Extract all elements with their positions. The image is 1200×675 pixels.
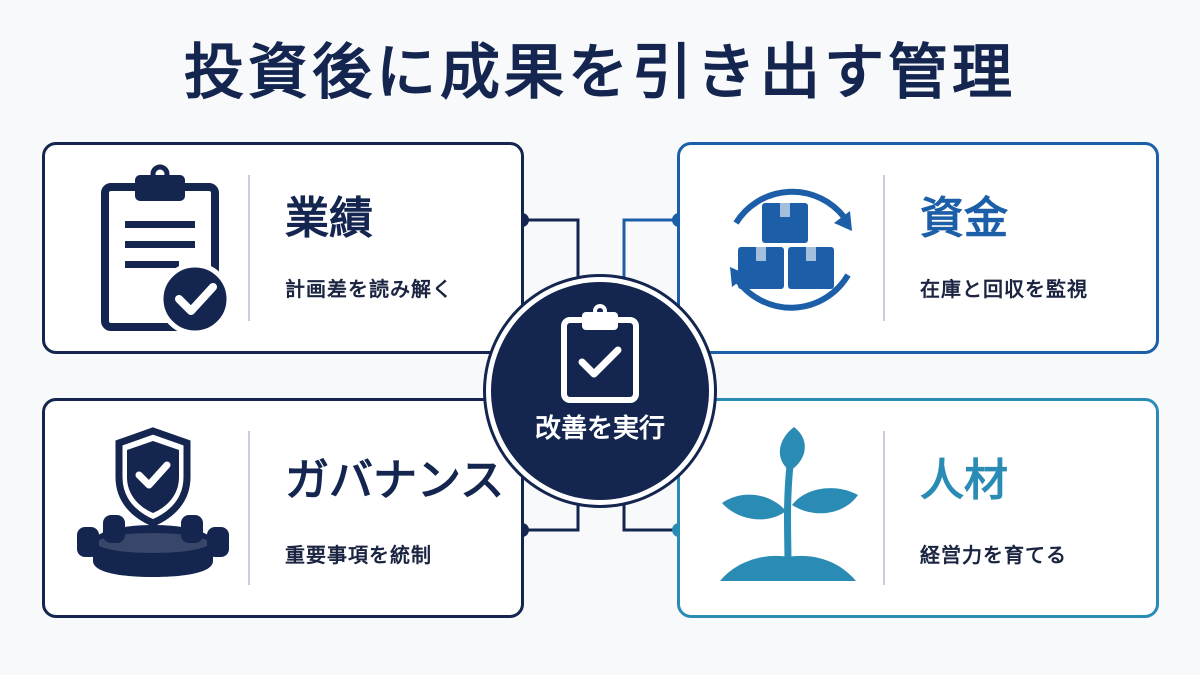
card-heading: ガバナンス xyxy=(285,455,505,506)
card-subtitle: 在庫と回収を監視 xyxy=(920,277,1088,301)
connector-talent xyxy=(622,492,679,532)
clipboard-check-icon xyxy=(561,304,639,403)
card-subtitle: 重要事項を統制 xyxy=(285,543,432,567)
card-heading: 人材 xyxy=(920,455,1008,506)
sprout-icon xyxy=(720,427,858,581)
card-subtitle: 計画差を読み解く xyxy=(285,277,453,301)
card-divider xyxy=(883,431,885,585)
shield-boardroom-icon xyxy=(77,427,229,577)
connector-funds xyxy=(622,218,679,290)
card-funds: 資金 在庫と回収を監視 xyxy=(677,142,1159,354)
boxes-cycle-icon xyxy=(730,188,852,311)
card-divider xyxy=(883,175,885,321)
connector-performance xyxy=(522,218,580,290)
card-performance: 業績 計画差を読み解く xyxy=(42,142,524,354)
clipboard-check-icon xyxy=(101,164,232,336)
page-title: 投資後に成果を引き出す管理 xyxy=(184,38,1016,108)
card-heading: 業績 xyxy=(285,193,373,244)
center-hub: 改善を実行 xyxy=(491,282,709,500)
card-talent: 人材 経営力を育てる xyxy=(677,398,1159,618)
card-heading: 資金 xyxy=(920,193,1008,244)
card-divider xyxy=(248,431,250,585)
card-governance: ガバナンス 重要事項を統制 xyxy=(42,398,524,618)
connector-governance xyxy=(522,492,580,532)
card-divider xyxy=(248,175,250,321)
hub-label: 改善を実行 xyxy=(534,414,665,444)
card-subtitle: 経営力を育てる xyxy=(920,543,1067,567)
